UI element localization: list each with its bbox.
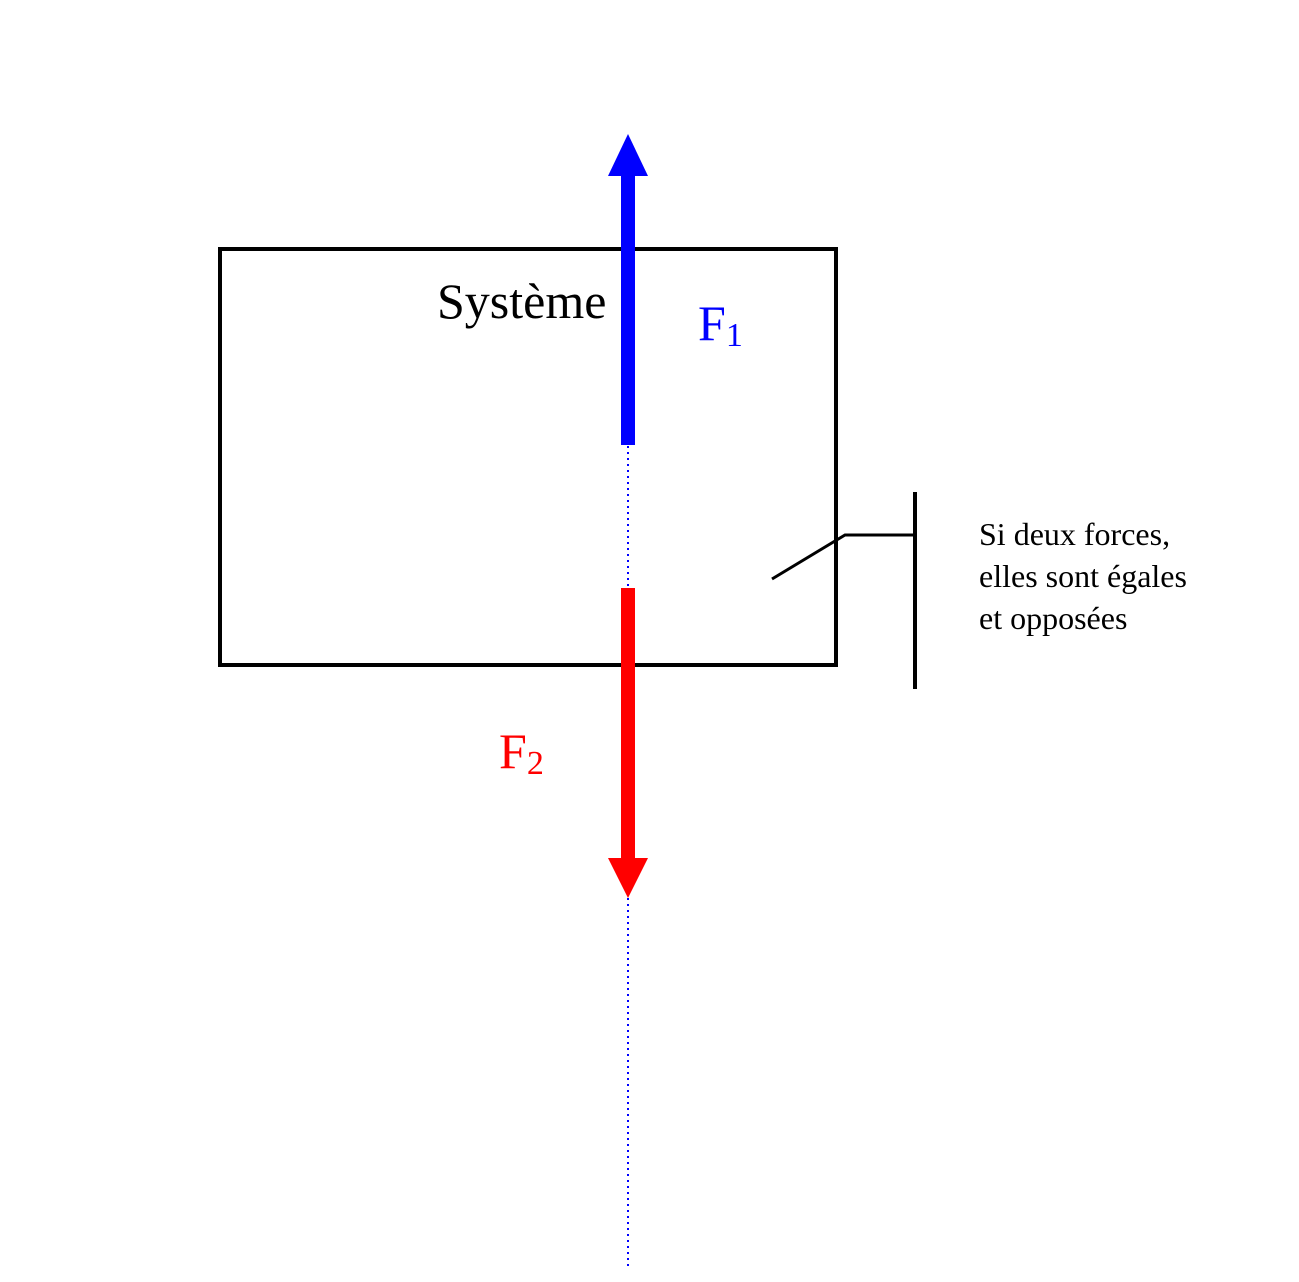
annotation-text: Si deux forces, elles sont égales et opp… bbox=[979, 516, 1195, 636]
system-box bbox=[218, 247, 838, 667]
force-f2-label: F2 bbox=[499, 723, 544, 782]
annotation-line-1: Si deux forces, bbox=[979, 516, 1170, 552]
force-f1-label: F1 bbox=[698, 295, 743, 354]
force-f2-shaft bbox=[621, 588, 635, 862]
annotation-leader-line bbox=[771, 533, 914, 581]
force-f1-shaft bbox=[621, 172, 635, 445]
force-f1-arrow bbox=[608, 134, 648, 445]
annotation-line-2: elles sont égales bbox=[979, 558, 1187, 594]
force-f1-subscript: 1 bbox=[726, 317, 743, 354]
force-f2-arrow bbox=[608, 588, 648, 898]
force-f2-symbol: F bbox=[499, 723, 527, 779]
system-label: Système bbox=[437, 273, 606, 329]
force-f1-symbol: F bbox=[698, 295, 726, 351]
annotation-line-3: et opposées bbox=[979, 600, 1127, 636]
force-f2-subscript: 2 bbox=[527, 745, 544, 782]
force-f2-arrowhead bbox=[608, 858, 648, 898]
force-f1-arrowhead bbox=[608, 134, 648, 176]
